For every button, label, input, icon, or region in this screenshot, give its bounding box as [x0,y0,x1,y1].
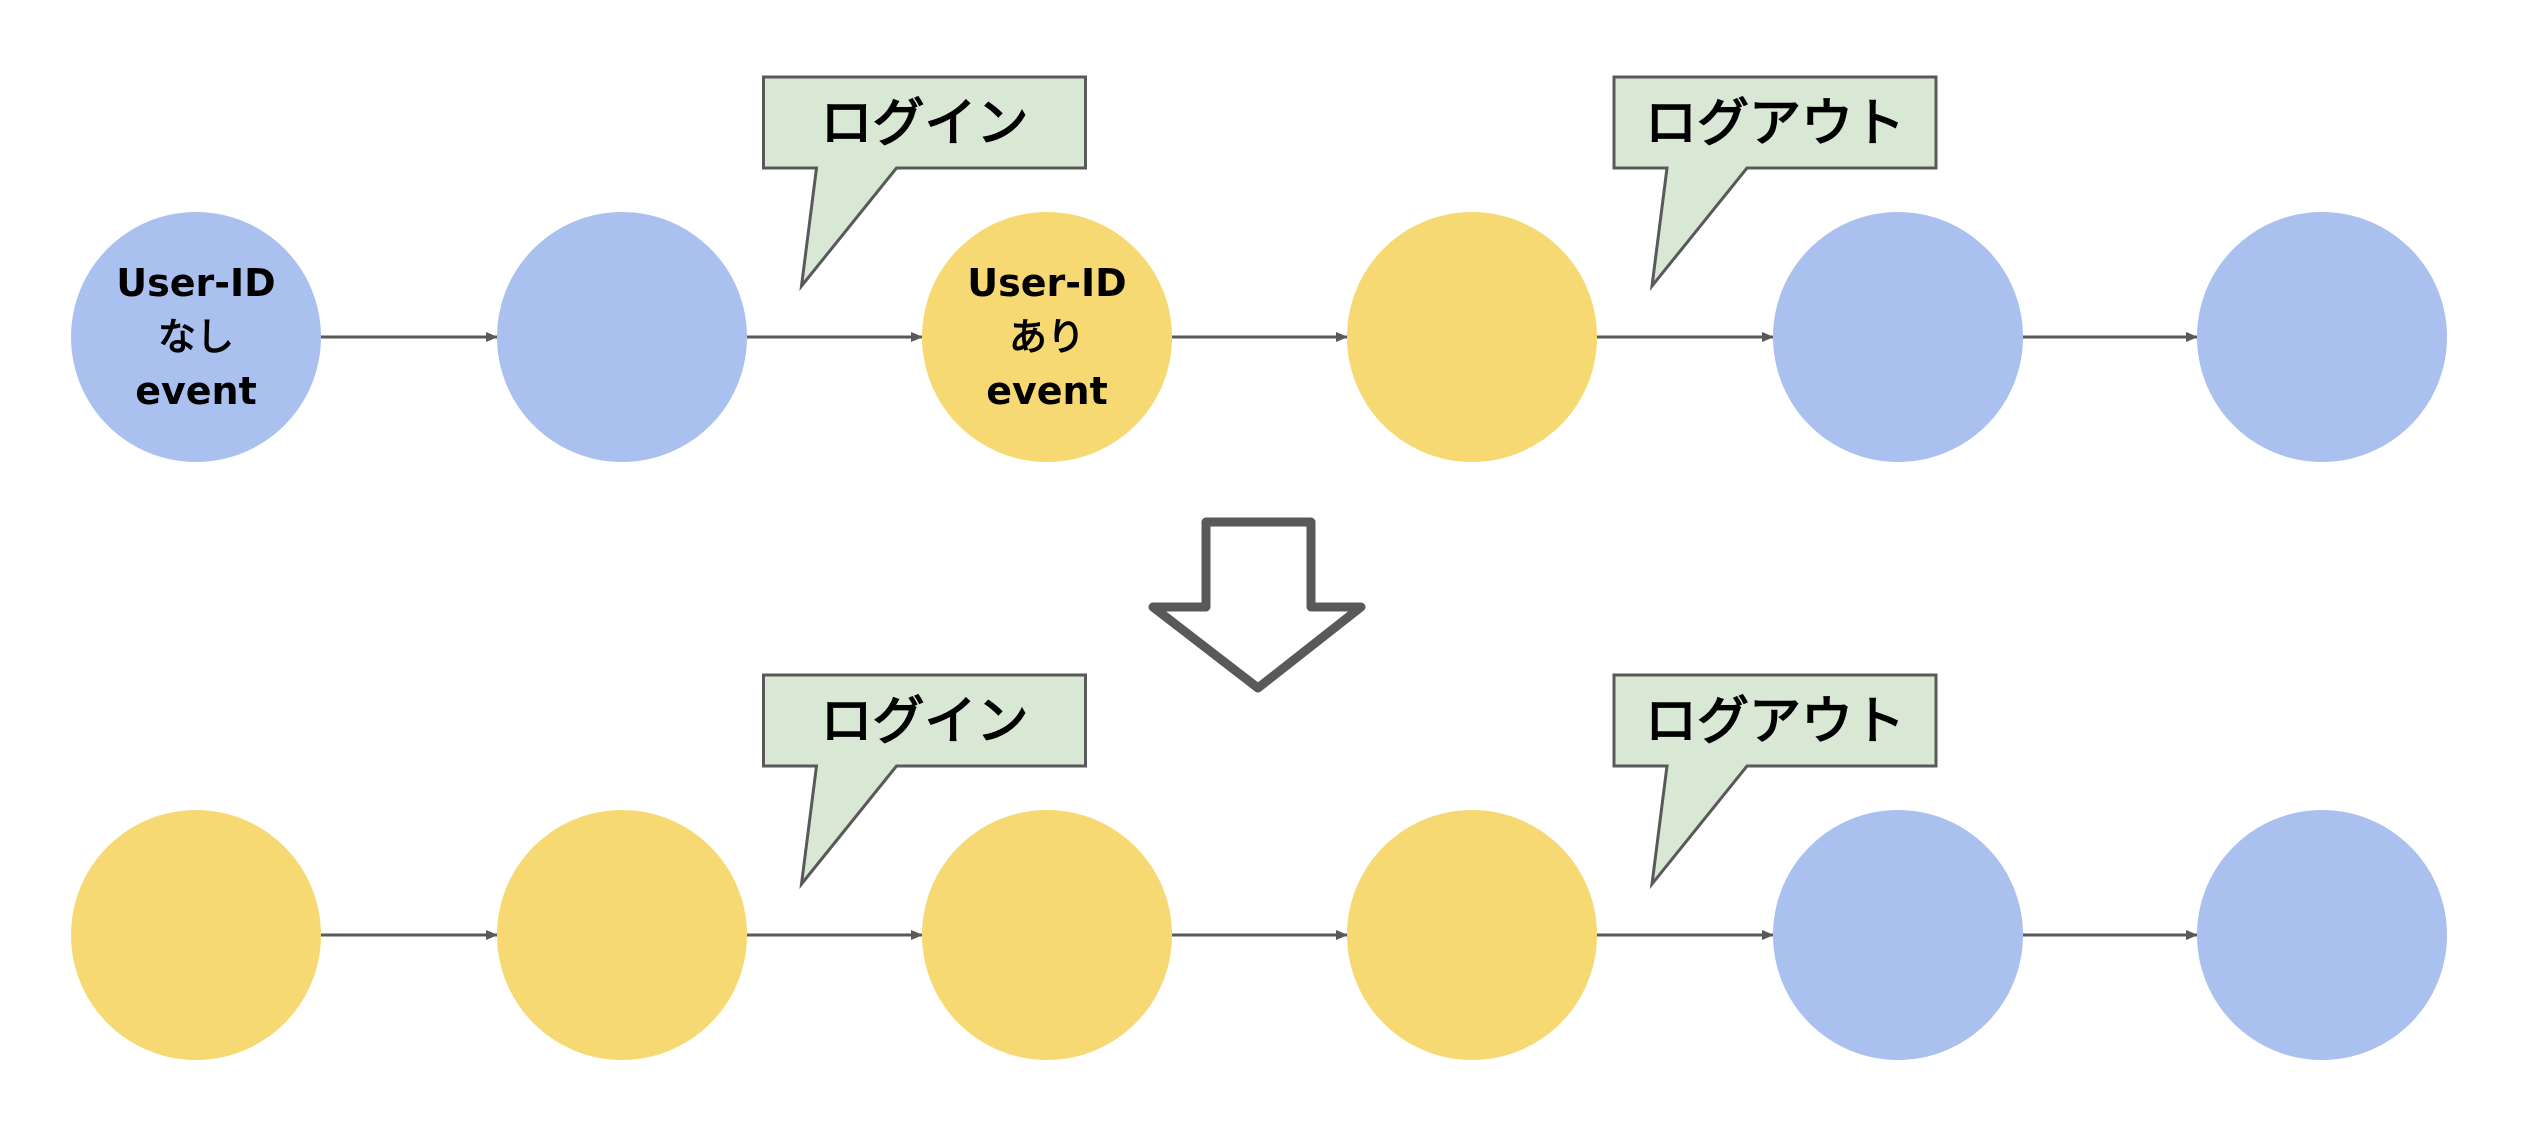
event-node-without-user-id [1773,810,2023,1060]
callout-label: ログイン [820,692,1028,752]
event-node-with-user-id [497,810,747,1060]
row-after: ログイン ログアウト [71,673,2447,1060]
event-node-without-user-id [2197,212,2447,462]
node-label: event [986,369,1108,413]
callout-label: ログアウト [1645,94,1905,154]
speech-bubble [1612,673,1938,890]
event-node-without-user-id [497,212,747,462]
node-label: User-ID [116,261,275,305]
node-label: event [135,369,257,413]
node-label: あり [1009,315,1085,359]
event-node-with-user-id [922,810,1172,1060]
callout-label: ログアウト [1645,692,1905,752]
node-label: User-ID [967,261,1126,305]
speech-bubble [762,673,1087,890]
row-before: User-ID なし event User-ID あり event ログイン ログアウト [71,75,2447,462]
event-node-without-user-id [1773,212,2023,462]
event-node-without-user-id [2197,810,2447,1060]
speech-bubble [762,75,1087,292]
node-label: なし [158,315,234,359]
event-node-with-user-id [1347,212,1597,462]
event-node-with-user-id [1347,810,1597,1060]
callout-label: ログイン [820,94,1028,154]
transition-down-arrow-icon [1148,517,1366,693]
event-node-with-user-id [71,810,321,1060]
event-node-without-user-id [71,212,321,462]
speech-bubble [1612,75,1938,292]
event-node-with-user-id [922,212,1172,462]
